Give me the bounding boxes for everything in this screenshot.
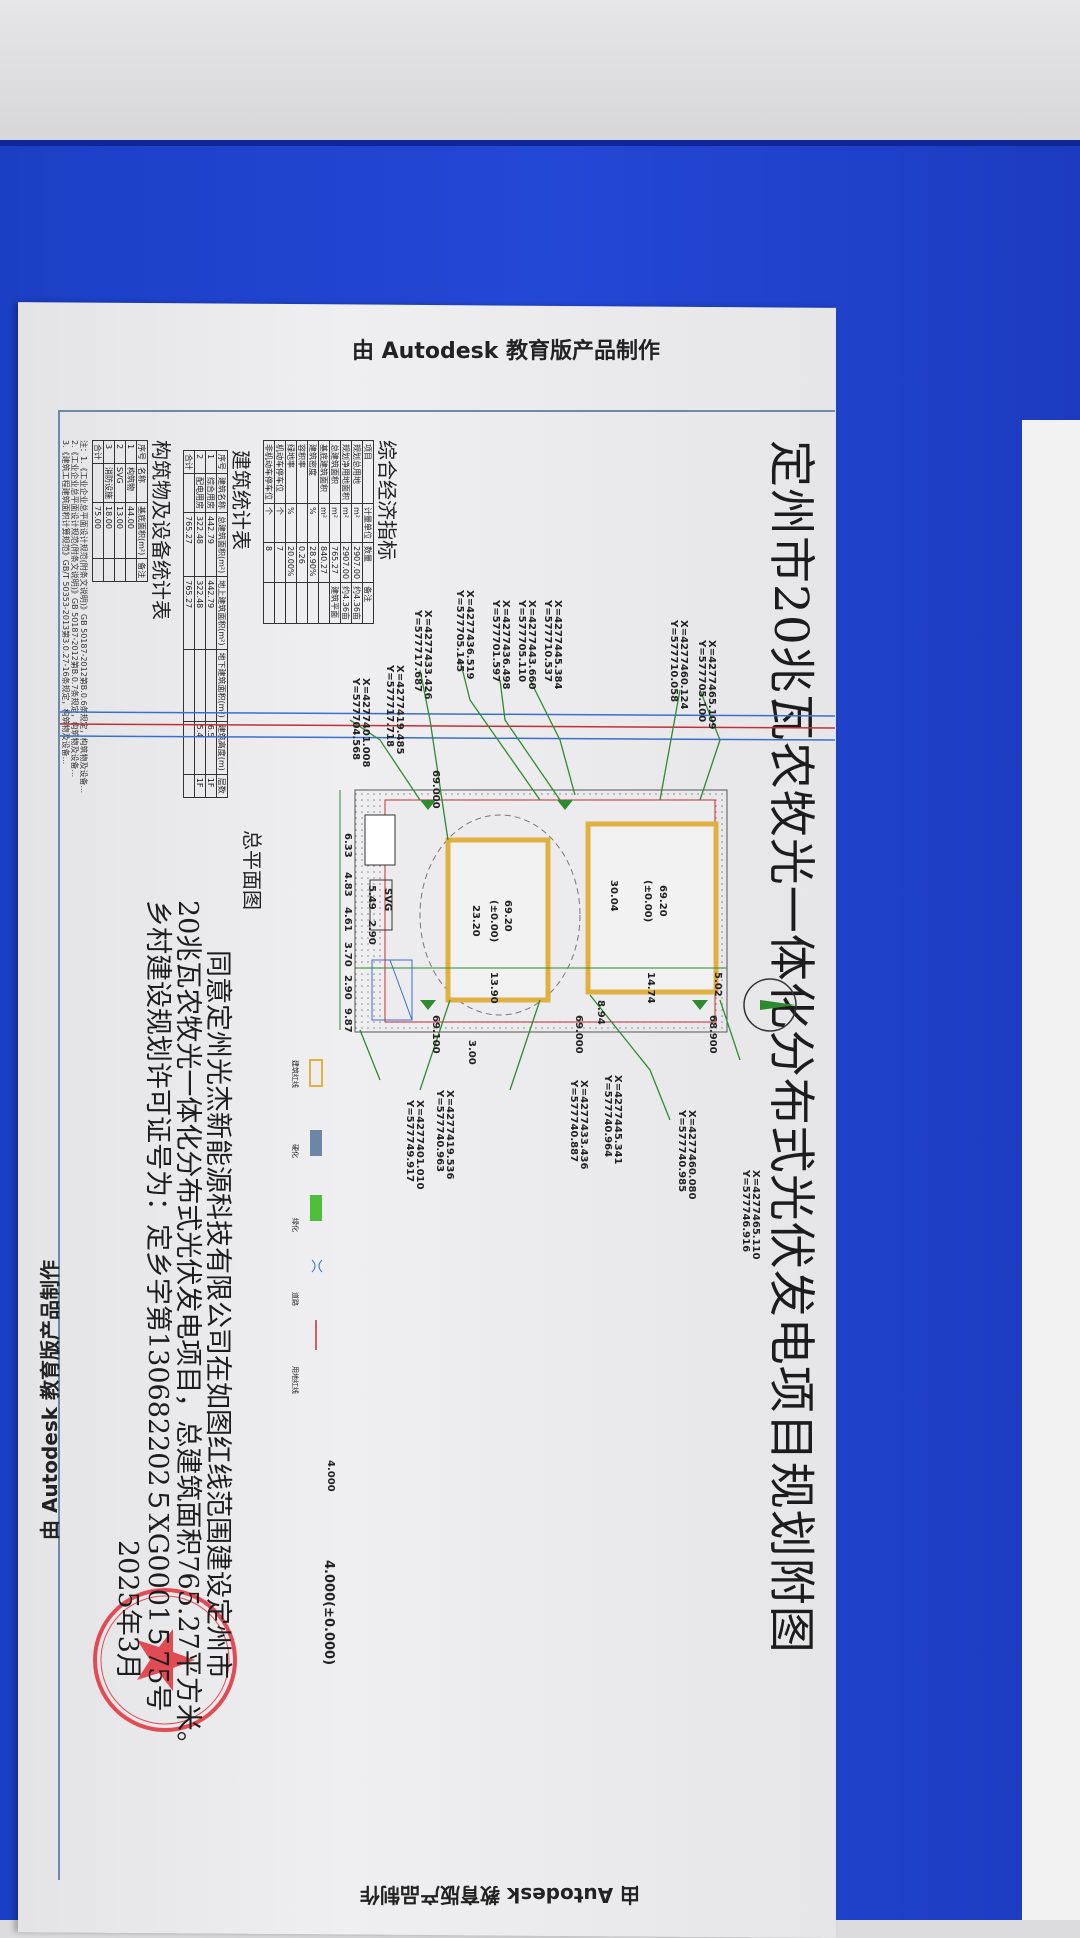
coordinate-label: X=4277401.010 Y=577749.917 xyxy=(404,1100,425,1190)
elevation-legend: 4.000 xyxy=(325,1460,336,1492)
svg-equipment xyxy=(369,879,393,931)
legend-item: 建筑红线 xyxy=(291,1060,299,1088)
site-plan-title: 总平面图 xyxy=(240,830,264,910)
legend-item: 绿化 xyxy=(291,1218,299,1232)
svg-label: SVG xyxy=(382,888,393,912)
structure-box xyxy=(364,814,396,866)
dim-label: 23.20 xyxy=(470,905,481,937)
drawing-frame-top xyxy=(60,410,835,412)
approval-date: 2025年3月 xyxy=(112,1540,143,1680)
elevation-markers xyxy=(420,800,708,1010)
coordinate-label: X=4277445.341 Y=577740.964 xyxy=(602,1075,623,1165)
official-stamp xyxy=(93,1588,237,1732)
turning-circle xyxy=(419,814,581,1016)
coordinate-label: X=4277419.536 Y=577740.963 xyxy=(434,1090,455,1180)
coordinate-label: X=4277465.110 Y=577746.916 xyxy=(740,1170,761,1260)
coordinate-label: X=4277460.124 Y=577710.058 xyxy=(668,620,689,710)
legend-green xyxy=(310,1195,322,1221)
floor-elevation: (±0.00) xyxy=(642,880,653,923)
coordinate-label: X=4277460.080 Y=577740.985 xyxy=(676,1110,697,1200)
dim-label: 13.90 xyxy=(488,972,499,1004)
second-sheet-edge xyxy=(1022,420,1080,1920)
cloth-edge xyxy=(0,140,1080,146)
dim-label: 9.87 xyxy=(342,1008,353,1033)
coordinate-label: X=4277433.436 Y=577740.887 xyxy=(568,1080,589,1170)
boundary-blue-line xyxy=(59,711,836,717)
plan-legend: 建筑红线 硬化 绿化 道路 用地红线 xyxy=(290,1060,300,1394)
building-distribution xyxy=(585,821,719,995)
dim-label: 5.02 xyxy=(712,972,723,997)
leader-lines xyxy=(349,659,741,1121)
coordinate-label: X=4277445.384 Y=577710.537 xyxy=(542,600,563,690)
approval-line: 20兆瓦农牧光一体化分布式光伏发电项目，总建筑面积765.27平方米。 xyxy=(172,900,203,1758)
dim-label: 14.74 xyxy=(645,972,656,1004)
coordinate-label: X=4277436.498 Y=577701.597 xyxy=(490,600,511,690)
dim-label: 2.90 xyxy=(366,920,377,945)
dim-label: 8.94 xyxy=(595,1000,606,1025)
dim-label: 4.61 xyxy=(342,907,353,932)
legend-building-line xyxy=(309,1059,323,1087)
building-comprehensive xyxy=(445,837,551,1003)
legend-road xyxy=(311,1259,323,1273)
approval-line: 乡村建设规划许可证号为：定乡字第130682202５XG0001５75号 xyxy=(142,900,173,1712)
background-wall xyxy=(0,0,1080,150)
dim-label: 5.49 xyxy=(366,885,377,910)
approval-line: 同意定州光杰新能源科技有限公司在如图红线范围建设定州市 xyxy=(202,950,233,1679)
dim-label: 30.04 xyxy=(608,880,619,912)
coordinate-label: X=4277436.519 Y=577705.145 xyxy=(454,590,475,680)
dim-label: 6.33 xyxy=(342,833,353,858)
elevation-label: 69.000 xyxy=(430,770,441,809)
dim-label: 3.00 xyxy=(466,1040,477,1065)
floor-elevation: 69.20 xyxy=(502,900,513,932)
dim-label: 3.70 xyxy=(342,942,353,967)
fire-facility xyxy=(371,959,413,1021)
autodesk-watermark-top: 由 Autodesk 教育版产品制作 xyxy=(352,339,661,364)
dim-label: 2.90 xyxy=(342,975,353,1000)
elevation-label: 69.000 xyxy=(573,1015,584,1054)
coordinate-label: X=4277433.426 Y=577717.687 xyxy=(412,610,433,700)
legend-item: 硬化 xyxy=(291,1144,299,1158)
legend-item: 用地红线 xyxy=(291,1366,299,1394)
coordinate-label: X=4277401.008 Y=577704.568 xyxy=(350,678,371,768)
dim-label: 4.83 xyxy=(342,872,353,897)
elevation-label: 68.900 xyxy=(707,1015,718,1054)
elevation-legend: 4.000(±0.000) xyxy=(321,1560,336,1666)
drawing-frame-left xyxy=(58,410,60,1880)
elevation-label: 69.100 xyxy=(430,1015,441,1054)
floor-elevation: 69.20 xyxy=(657,885,668,917)
coordinate-label: X=4277419.485 Y=577717.718 xyxy=(384,665,405,755)
coordinate-label: X=4277443.660 Y=577705.110 xyxy=(516,600,537,690)
legend-item: 道路 xyxy=(291,1292,299,1306)
floor-elevation: (±0.00) xyxy=(488,900,499,943)
boundary-blue-line xyxy=(59,735,836,741)
legend-hardening xyxy=(310,1130,322,1156)
approval-statement: 同意定州光杰新能源科技有限公司在如图红线范围建设定州市 20兆瓦农牧光一体化分布… xyxy=(112,900,233,1758)
boundary-red-line xyxy=(59,723,836,729)
coordinate-label: X=4277465.109 Y=577705.100 xyxy=(696,640,717,730)
